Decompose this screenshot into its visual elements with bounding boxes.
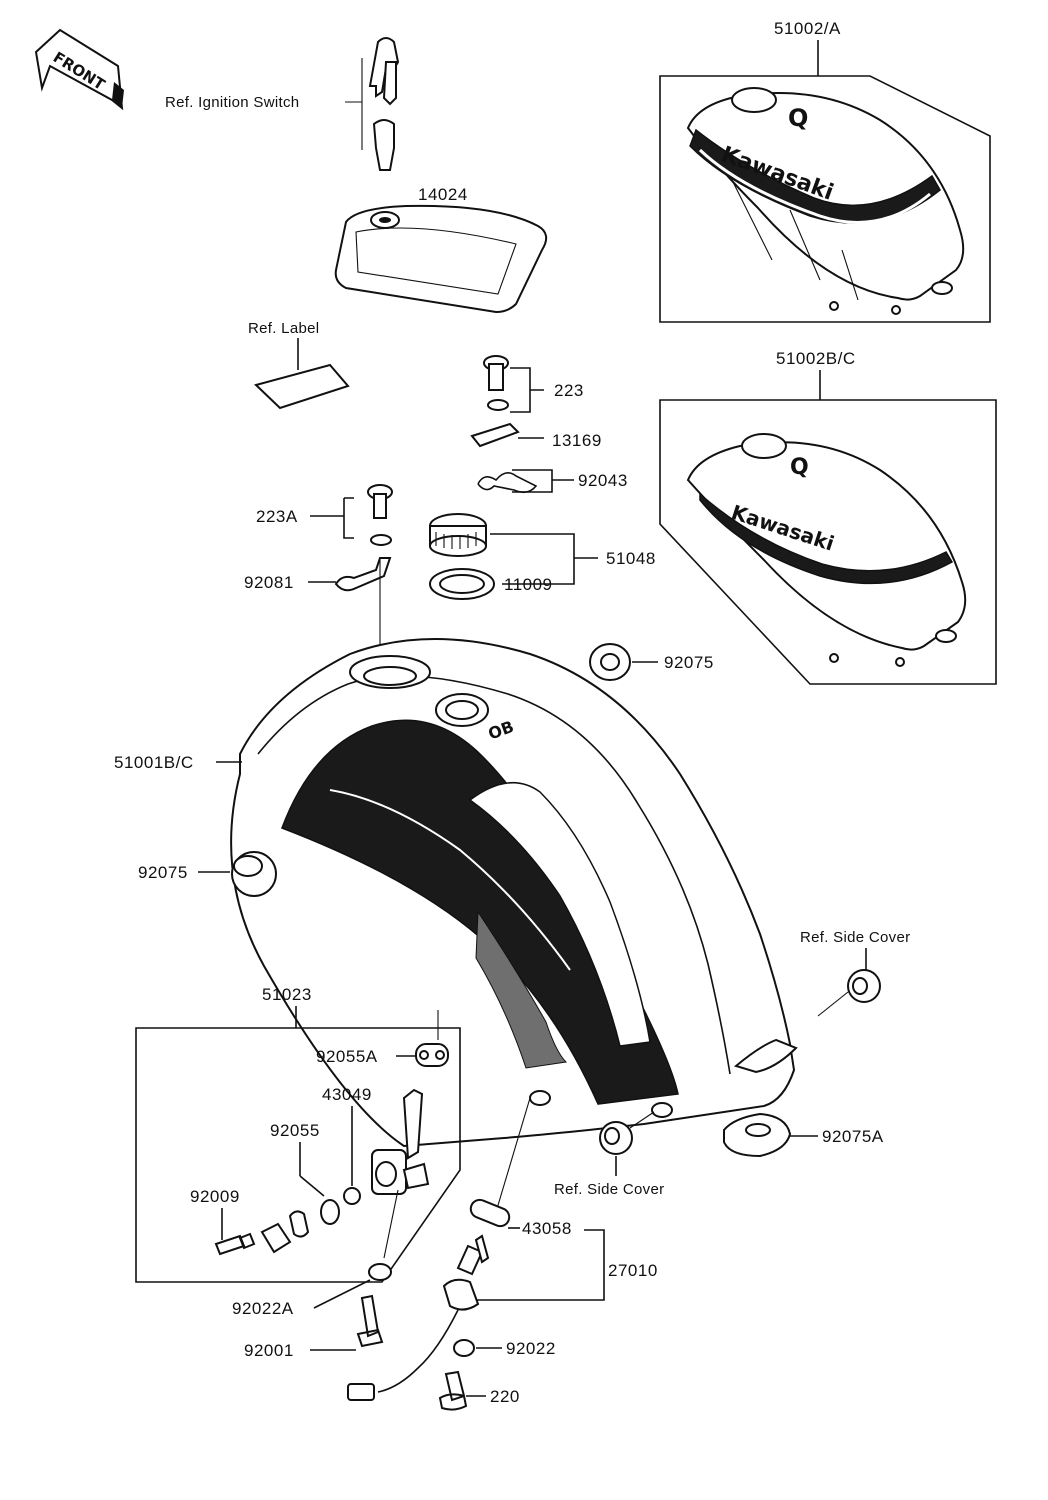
- tank-51002bc-box: [659, 399, 997, 685]
- side-cover-grommet-right: [847, 969, 881, 1003]
- clip-92043: [477, 472, 538, 494]
- label-92043: 92043: [578, 471, 628, 490]
- gasket-11009: [429, 568, 495, 600]
- label-27010: 27010: [608, 1261, 658, 1280]
- tank-51002a-emblem: Q: [788, 104, 808, 132]
- label-92081: 92081: [244, 573, 294, 592]
- label-92055: 92055: [270, 1121, 320, 1140]
- label-51048: 51048: [606, 549, 656, 568]
- fuel-cap-51048: [429, 513, 487, 557]
- label-92001: 92001: [244, 1341, 294, 1360]
- screw-223a: [367, 484, 393, 546]
- grommet-92075-right: [589, 643, 631, 681]
- bolt-92001: [356, 1294, 384, 1348]
- ignition-key-icon: [345, 37, 400, 171]
- label-ref-side-cover-bottom: Ref. Side Cover: [554, 1181, 664, 1198]
- fuel-tank-51001bc: OB: [230, 638, 798, 1148]
- label-92075-right: 92075: [664, 653, 714, 672]
- tank-51002a-illustration: Kawasaki Q: [686, 87, 965, 315]
- tank-cover-cap: [334, 204, 548, 314]
- label-43058: 43058: [522, 1219, 572, 1238]
- side-cover-grommet-bottom: [599, 1121, 633, 1155]
- label-ref-ignition-switch: Ref. Ignition Switch: [165, 94, 299, 111]
- label-92009: 92009: [190, 1187, 240, 1206]
- label-51001bc: 51001B/C: [114, 753, 194, 772]
- tank-51002bc-illustration: Kawasaki Q: [686, 433, 967, 667]
- label-51002bc: 51002B/C: [776, 349, 856, 368]
- label-92022a: 92022A: [232, 1299, 294, 1318]
- fuel-valve-51023-box: [135, 1027, 461, 1283]
- label-92075a: 92075A: [822, 1127, 884, 1146]
- bracket-92081: [334, 557, 392, 592]
- label-223a: 223A: [256, 507, 298, 526]
- grommet-92075-left: [231, 851, 277, 897]
- label-ref-side-cover-right: Ref. Side Cover: [800, 929, 910, 946]
- label-43049: 43049: [322, 1085, 372, 1104]
- valve-lever: [288, 1210, 310, 1238]
- screw-223: [483, 355, 509, 411]
- label-51023: 51023: [262, 985, 312, 1004]
- label-92075-left: 92075: [138, 863, 188, 882]
- label-11009: 11009: [504, 575, 553, 594]
- washer-92022a: [368, 1263, 392, 1281]
- o-ring-43058: [469, 1198, 511, 1228]
- label-51002a: 51002/A: [774, 19, 841, 38]
- label-92055a: 92055A: [316, 1047, 378, 1066]
- ref-label-sticker: [254, 363, 350, 410]
- label-92022: 92022: [506, 1339, 556, 1358]
- valve-plate: [260, 1222, 292, 1254]
- washer-92022: [453, 1339, 475, 1357]
- o-ring-43049: [343, 1187, 361, 1205]
- label-223: 223: [554, 381, 584, 400]
- screw-92009: [214, 1232, 256, 1256]
- tank-51002a-box: [659, 75, 991, 323]
- label-ref-label: Ref. Label: [248, 320, 319, 337]
- label-14024: 14024: [418, 185, 468, 204]
- label-220: 220: [490, 1387, 520, 1406]
- label-13169: 13169: [552, 431, 602, 450]
- front-direction-badge: FRONT: [34, 28, 124, 111]
- tank-51002bc-emblem: Q: [790, 455, 809, 480]
- fuel-sensor-27010: [347, 1234, 490, 1401]
- o-ring-92055: [320, 1199, 340, 1225]
- screw-220: [438, 1370, 468, 1411]
- gasket-92055a: [415, 1043, 449, 1067]
- fuel-valve-body: [371, 1088, 430, 1195]
- bracket-13169: [470, 422, 520, 448]
